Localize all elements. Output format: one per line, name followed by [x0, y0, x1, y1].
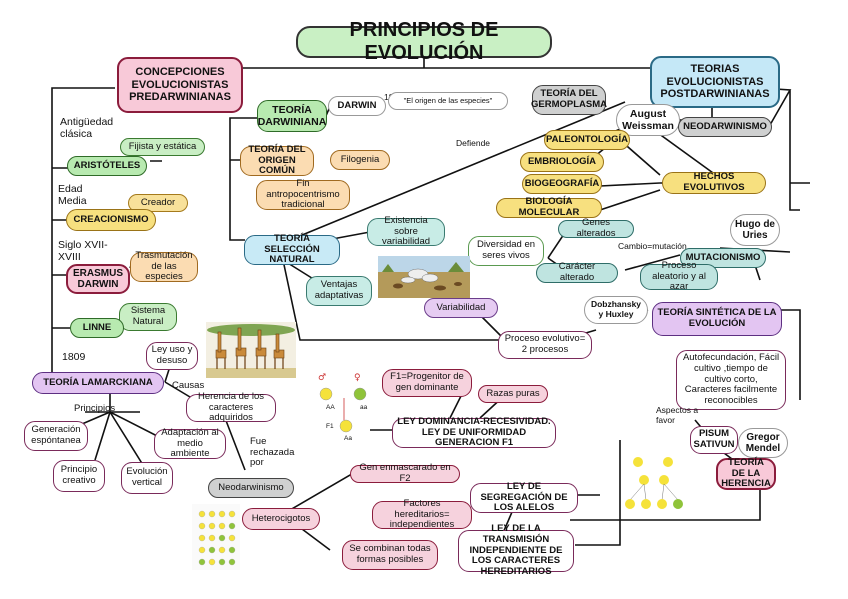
savanna-illustration	[378, 256, 470, 298]
weissman-node: August Weissman	[616, 104, 680, 136]
germoplasma-node: TEORÍA DEL GERMOPLASMA	[531, 85, 607, 115]
punnett-aa-label: AA	[326, 404, 335, 412]
ley-uso-node: Ley uso y desuso	[146, 342, 198, 370]
fijista-node: Fijista y estática	[120, 138, 205, 156]
teoria-herencia-node: TEORÍA DE LA HERENCIA	[716, 457, 776, 490]
ley-transmision-node: LEY DE LA TRANSMISIÓN INDEPENDIENTE DE L…	[458, 523, 574, 577]
mutacionismo-node: MUTACIONISMO	[680, 248, 766, 268]
mendel-cross-diagram: ♂ ♀	[318, 373, 367, 433]
variabilidad-node: Variabilidad	[424, 298, 498, 318]
predarwinian-heading: CONCEPCIONES EVOLUCIONISTAS PREDARWINIAN…	[117, 57, 243, 113]
paleontologia-node: PALEONTOLOGÍA	[544, 130, 630, 150]
caracter-alterado-node: Carácter alterado	[536, 261, 618, 283]
erasmus-node: ERASMUS DARWIN	[66, 264, 130, 294]
biologia-molecular-node: BIOLOGÍA MOLECULAR	[496, 196, 602, 218]
svg-text:♀: ♀	[354, 373, 361, 383]
darwin-node: DARWIN	[328, 96, 386, 116]
era-media: Edad Media	[58, 182, 87, 207]
lamarck-node: TEORÍA LAMARCKIANA	[32, 372, 164, 394]
causas-label: Causas	[172, 379, 205, 391]
hechos-evolutivos-node: HECHOS EVOLUTIVOS	[662, 171, 766, 194]
giraffes-illustration	[206, 322, 296, 378]
trasmutacion-node: Trasmutación de las especies	[130, 250, 198, 282]
f1-progenitor-node: F1=Progenitor de gen dominante	[382, 369, 472, 397]
pisum-node: PISUM SATIVUN	[690, 426, 738, 454]
page-title: PRINCIPIOS DE EVOLUCIÓN	[296, 19, 552, 64]
svg-text:♂: ♂	[318, 373, 326, 383]
autofec-node: Autofecundación, Fácil cultivo ,tiempo d…	[676, 350, 786, 410]
fin-antropo-node: Fin antropocentrismo tradicional	[256, 178, 350, 210]
gregor-node: Gregor Mendel	[738, 428, 788, 458]
principio-creativo-node: Principio creativo	[53, 460, 105, 492]
defiende-label: Defiende	[456, 138, 491, 149]
diversidad-node: Diversidad en seres vivos	[468, 236, 544, 266]
origen-especies-node: "El origen de las especies"	[388, 92, 508, 110]
genetic-tree-diagram	[625, 457, 683, 509]
evolucion-vertical-node: Evolución vertical	[121, 462, 173, 494]
heterocigotos-node: Heterocigotos	[242, 508, 320, 530]
proceso-aleatorio-node: Proceso aleatorio y al azar	[640, 260, 718, 292]
punnett-f1aa-label: Aa	[344, 435, 352, 443]
dobzhansky-node: Dobzhansky y Huxley	[584, 296, 648, 324]
sintetica-node: TEORÍA SINTÉTICA DE LA EVOLUCIÓN	[652, 302, 782, 336]
razas-puras-node: Razas puras	[478, 385, 548, 403]
punnett-f1-label: F1	[326, 423, 334, 431]
aspectos-label: Aspectos a favor	[656, 405, 699, 425]
ley-dominancia-node: LEY DOMINANCIA-RECESIVIDAD. LEY DE UNIFO…	[392, 416, 556, 448]
herencia-caracteres-node: Herencia de los caracteres adquiridos	[186, 391, 276, 423]
generacion-node: Generación espóntanea	[24, 421, 88, 451]
teoria-darwiniana-node: TEORÍA DARWINIANA	[257, 100, 327, 132]
seleccion-natural-node: TEORÍA SELECCIÓN NATURAL	[244, 233, 340, 265]
factores-node: Factores hereditarios= independientes	[372, 498, 472, 530]
creacionismo-node: CREACIONISMO	[66, 209, 156, 231]
cambio-mutacion-label: Cambio=mutación	[618, 241, 687, 252]
era-siglo: Siglo XVII-XVIII	[58, 238, 108, 263]
era-antiguedad: Antigüedad clásica	[60, 115, 114, 140]
fue-rechazada-label: Fue rechazada por	[250, 435, 295, 469]
year-1809: 1809	[62, 350, 86, 363]
linne-node: LINNE	[70, 318, 124, 338]
biogeografia-node: BIOGEOGRAFÍA	[522, 174, 602, 194]
punnett-a-label: aa	[360, 404, 368, 412]
ley-segregacion-node: LEY DE SEGREGACIÓN DE LOS ALELOS	[470, 481, 578, 513]
filogenia-node: Filogenia	[330, 150, 390, 170]
proceso-evolutivo-node: Proceso evolutivo= 2 procesos	[498, 331, 592, 359]
existencia-node: Existencia sobre variabilidad	[367, 215, 445, 247]
pea-grid-diagram	[192, 504, 240, 570]
origen-comun-node: TEORÍA DEL ORIGEN COMÚN	[240, 144, 314, 176]
principios-label: Principios	[74, 402, 116, 414]
creador-node: Creador	[128, 194, 188, 212]
combinan-node: Se combinan todas formas posibles	[342, 540, 438, 570]
neodarwinismo-node: NEODARWINISMO	[678, 117, 772, 137]
adaptacion-node: Adaptación al medio ambiente	[154, 427, 226, 459]
embriologia-node: EMBRIOLOGÍA	[520, 152, 604, 172]
genes-alterados-node: Genes alterados	[558, 217, 634, 239]
sistema-node: Sistema Natural	[119, 303, 177, 331]
aristoteles-node: ARISTÓTELES	[67, 156, 147, 176]
postdarwinian-heading: TEORIAS EVOLUCIONISTAS POSTDARWINIANAS	[650, 56, 780, 108]
gen-enmascarado-node: Gen enmascarado en F2	[350, 462, 460, 484]
hugo-node: Hugo de Uries	[730, 214, 780, 246]
ventajas-node: Ventajas adaptativas	[306, 276, 372, 306]
neodarwinismo-gray-node: Neodarwinismo	[208, 478, 294, 498]
